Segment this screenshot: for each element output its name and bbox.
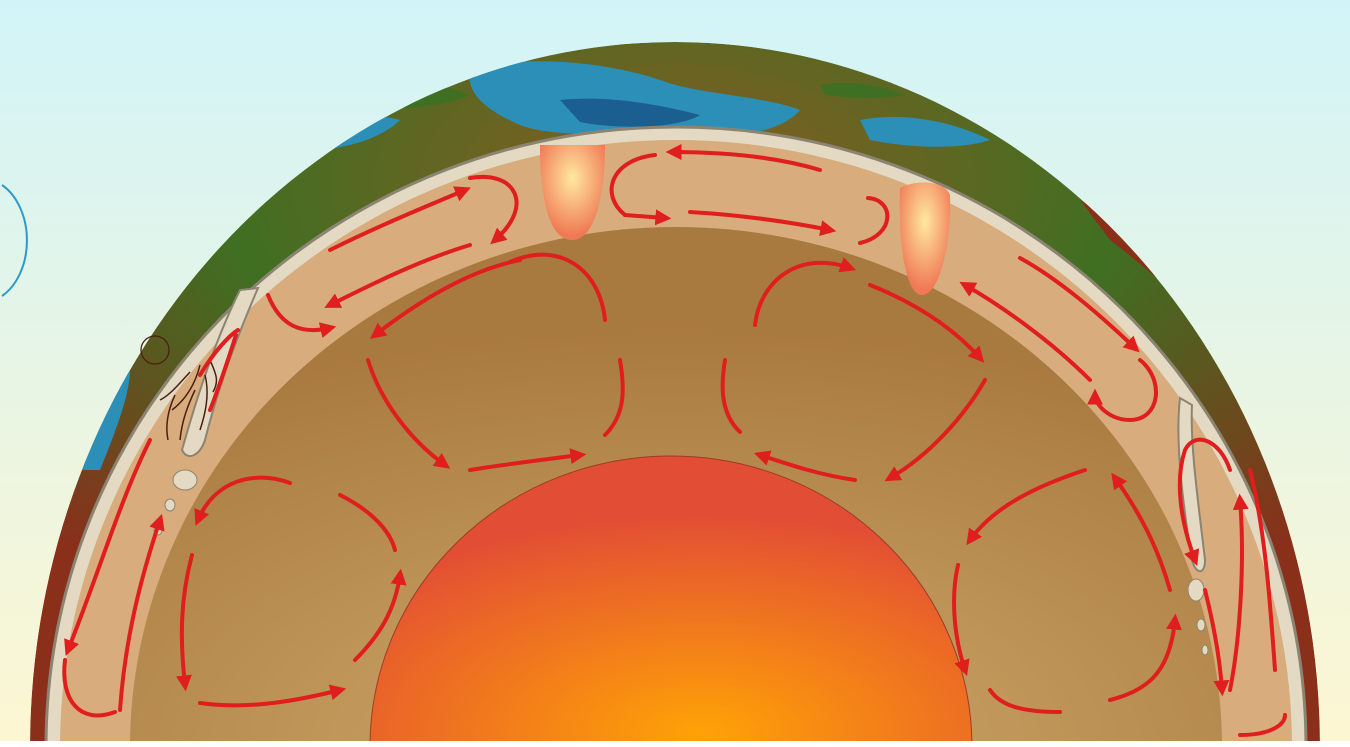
arrow [508, 252, 607, 322]
volcano-fissures [140, 335, 218, 441]
ocean-north-deep [560, 98, 700, 127]
arrow [1248, 468, 1277, 672]
arrow [198, 328, 240, 377]
arrow [603, 358, 625, 437]
arrow [1111, 472, 1172, 592]
arrow [62, 658, 117, 718]
arrow [118, 513, 165, 712]
arrow [688, 210, 837, 236]
convection-arrows [62, 144, 1287, 737]
arrow [753, 450, 857, 482]
arrow [966, 468, 1087, 546]
arrow [1203, 588, 1230, 697]
arrow [1228, 493, 1249, 692]
arrow [623, 209, 672, 226]
arrow [194, 475, 292, 526]
side-ring-arc [1, 184, 28, 297]
arrow [328, 186, 471, 252]
core [369, 455, 973, 747]
arrow [338, 493, 397, 552]
arrow [1238, 713, 1287, 737]
arrow [468, 448, 587, 472]
arrow [959, 281, 1092, 382]
ocean-northeast [860, 116, 990, 147]
arrow [858, 196, 890, 245]
arrow [609, 153, 657, 217]
arrow [884, 378, 987, 482]
arrow [266, 293, 337, 338]
arrow [1087, 358, 1158, 423]
arrow [868, 283, 985, 363]
arrow [468, 174, 519, 245]
arrow [665, 144, 822, 172]
arrow [369, 258, 522, 339]
arrow [952, 563, 970, 677]
arrow [753, 257, 857, 327]
arrow [353, 568, 407, 662]
arrow [988, 688, 1062, 714]
arrow [198, 684, 347, 708]
arrow [1018, 256, 1140, 353]
arrow [64, 438, 152, 656]
ocean-north [469, 61, 800, 137]
arrow [366, 358, 451, 469]
arrow [1177, 437, 1232, 566]
mantle-plume-left [540, 145, 605, 240]
arrow [175, 553, 194, 692]
arrow [720, 358, 742, 434]
arrow [324, 243, 472, 308]
land-green-northeast [820, 83, 905, 99]
mantle-plume-right [899, 182, 951, 295]
bottom-strip [0, 741, 1350, 747]
arrow [208, 333, 238, 412]
arrow [1108, 613, 1183, 702]
